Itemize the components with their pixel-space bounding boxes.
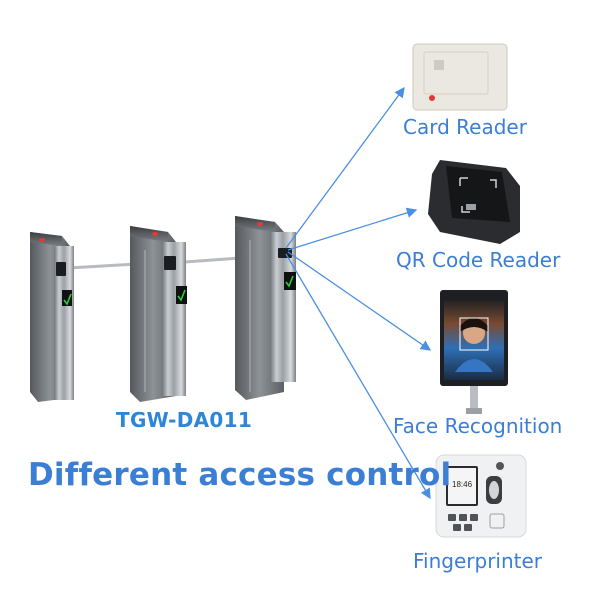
face-recognition-terminal-icon: [440, 290, 508, 414]
model-label: TGW-DA011: [116, 408, 253, 432]
fingerprint-reader-icon: 18:46: [435, 454, 527, 538]
fingerprint-screen-time: 18:46: [452, 480, 473, 489]
turnstile-cabinet-right: [235, 216, 296, 400]
device-label-fingerprinter: Fingerprinter: [413, 549, 543, 573]
turnstile-cabinet-middle: [130, 226, 187, 402]
connector-arrows: [285, 86, 432, 500]
turnstile-arms: [67, 256, 241, 270]
card-reader-icon: [412, 43, 508, 111]
device-label-card-reader: Card Reader: [403, 115, 527, 139]
turnstile-cabinet-left: [30, 232, 74, 402]
page-caption: Different access control: [28, 457, 452, 493]
device-label-face-recognition: Face Recognition: [393, 414, 563, 438]
qr-code-reader-icon: [428, 160, 520, 244]
device-label-qr-code-reader: QR Code Reader: [396, 248, 561, 272]
